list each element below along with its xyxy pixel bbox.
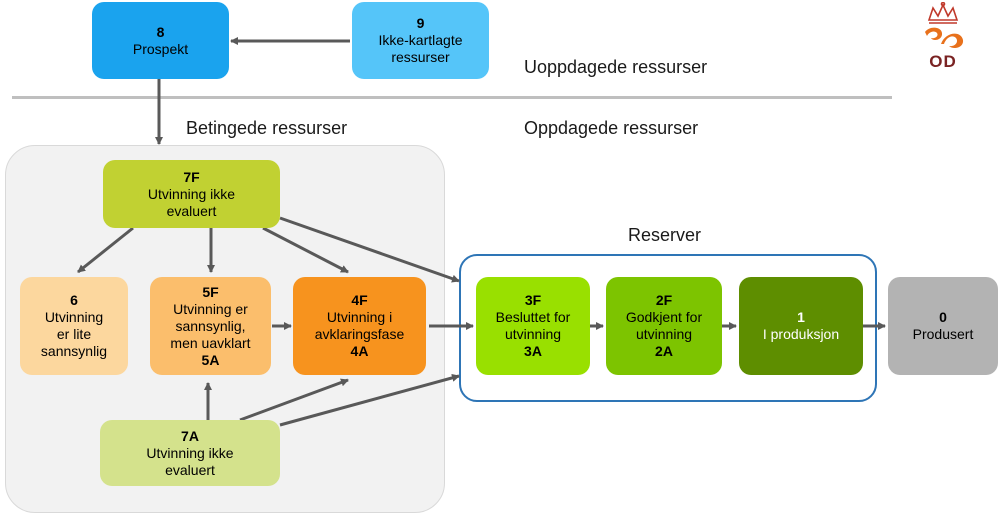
node-2F-2A: 2F Godkjent for utvinning 2A (606, 277, 722, 375)
node-label: Utvinning i avklaringsfase (314, 309, 405, 342)
reserves-area (459, 254, 877, 402)
node-code-secondary: 3A (524, 343, 542, 359)
node-code: 3F (524, 292, 542, 308)
node-label: Godkjent for utvinning (625, 309, 703, 342)
node-6: 6 Utvinning er lite sannsynlig (20, 277, 128, 375)
arrow-7F-to-6 (77, 226, 134, 274)
arrow-7F-to-4F (262, 226, 349, 274)
label-uoppdagede-ressurser: Uoppdagede ressurser (524, 57, 708, 77)
node-code: 7A (181, 427, 199, 444)
arrow-7F-to-reserves (279, 216, 460, 283)
node-label: Utvinning er lite sannsynlig (40, 309, 108, 359)
node-5F-5A: 5F Utvinning er sannsynlig, men uavklart… (150, 277, 271, 375)
section-divider (12, 96, 892, 99)
node-label: Utvinning ikke evaluert (147, 185, 236, 219)
node-code: 5F (202, 283, 219, 300)
label-reserver: Reserver (628, 225, 702, 245)
node-code: 6 (70, 292, 78, 308)
node-label: I produksjon (762, 326, 840, 342)
node-8-prospekt: 8 Prospekt (92, 2, 229, 79)
node-label: Prospekt (132, 40, 189, 57)
node-code: 7F (183, 168, 200, 185)
node-code: 8 (156, 23, 165, 40)
node-label: Produsert (912, 326, 974, 342)
node-label: Utvinning er sannsynlig, men uavklart (170, 300, 251, 351)
node-label: Utvinning ikke evaluert (146, 444, 234, 478)
node-4F-4A: 4F Utvinning i avklaringsfase 4A (293, 277, 426, 375)
node-7F: 7F Utvinning ikke evaluert (103, 160, 280, 228)
node-code: 1 (797, 309, 805, 325)
node-code: 0 (939, 309, 947, 325)
node-code-secondary: 4A (350, 343, 369, 359)
node-code: 4F (351, 292, 368, 308)
node-label: Ikke-kartlagte ressurser (378, 32, 463, 65)
node-code-secondary: 2A (655, 343, 673, 359)
node-0-produsert: 0 Produsert (888, 277, 998, 375)
label-oppdagede-ressurser: Oppdagede ressurser (524, 118, 699, 138)
node-9-ikke-kartlagte: 9 Ikke-kartlagte ressurser (352, 2, 489, 79)
node-7A: 7A Utvinning ikke evaluert (100, 420, 280, 486)
node-code: 2F (655, 292, 673, 308)
node-code-secondary: 5A (201, 351, 220, 368)
od-logo-icon (925, 2, 964, 48)
arrow-7A-to-reserves (279, 373, 460, 427)
node-label: Besluttet for utvinning (495, 309, 571, 342)
arrow-7A-to-4A (239, 378, 349, 422)
logo-text: OD (929, 52, 957, 71)
node-code: 9 (416, 15, 425, 31)
node-1-i-produksjon: 1 I produksjon (739, 277, 863, 375)
label-betingede-ressurser: Betingede ressurser (186, 118, 348, 138)
node-3F-3A: 3F Besluttet for utvinning 3A (476, 277, 590, 375)
